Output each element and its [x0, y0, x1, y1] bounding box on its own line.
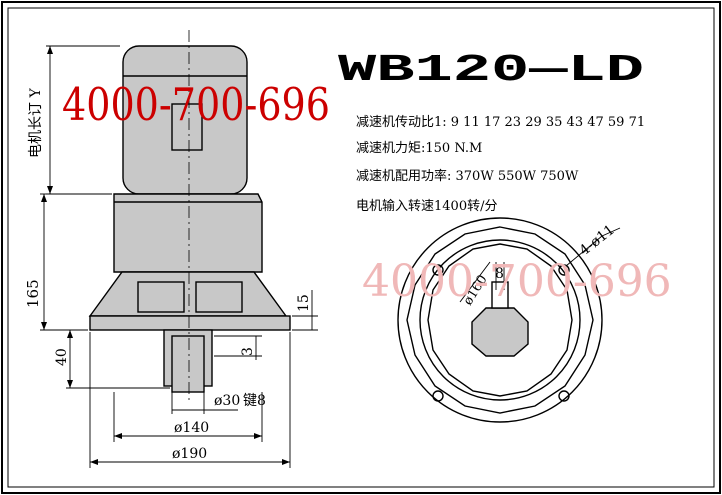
bolt-hole-tr: [558, 264, 570, 276]
spec-power: 减速机配用功率: 370W 550W 750W: [356, 168, 579, 184]
mounting-flange: [89, 315, 291, 331]
reducer-body: [113, 193, 263, 273]
flange-leaders: [459, 227, 621, 303]
dim-motor-length: 电机长订 Y: [28, 88, 44, 158]
dim-40: 40: [54, 348, 70, 366]
dimension-arrows: [41, 46, 290, 465]
spec-ratio: 减速机传动比1: 9 11 17 23 29 35 43 47 59 71: [356, 115, 645, 130]
flange-view: [397, 217, 603, 423]
model-title: WB120—LD: [338, 49, 644, 92]
spec-speed: 电机输入转速1400转/分: [356, 198, 497, 214]
dim-165: 165: [24, 279, 42, 308]
bolt-hole-br: [558, 390, 570, 402]
shaft-octagon: [471, 307, 529, 357]
dim-key8: 键8: [243, 393, 266, 409]
dim-holes: 4-ø11: [577, 222, 618, 259]
reducer-cone: [88, 271, 288, 317]
dim-flange-key: 8: [495, 266, 504, 282]
dimension-lines: [40, 45, 318, 468]
terminal-box: [171, 103, 203, 151]
dim-d190: ø190: [172, 446, 207, 462]
bolt-hole-bl: [432, 390, 444, 402]
inner-border: [7, 7, 715, 488]
phone-number: 4000-700-696: [62, 78, 330, 131]
watermark-phone: 4000-700-696: [362, 256, 672, 307]
flange-outer-polygon: [406, 226, 594, 414]
flange-inner-circle: [419, 239, 581, 401]
dim-3: 3: [240, 347, 256, 356]
dim-d140: ø140: [174, 420, 209, 436]
bolt-hole-tl: [432, 264, 444, 276]
side-view: [88, 45, 291, 393]
dim-15: 15: [296, 294, 312, 312]
output-shaft: [171, 335, 205, 393]
dim-d30: ø30: [214, 393, 240, 409]
flange-inner-polygon: [427, 243, 573, 397]
spec-torque: 减速机力矩:150 N.M: [356, 141, 482, 156]
